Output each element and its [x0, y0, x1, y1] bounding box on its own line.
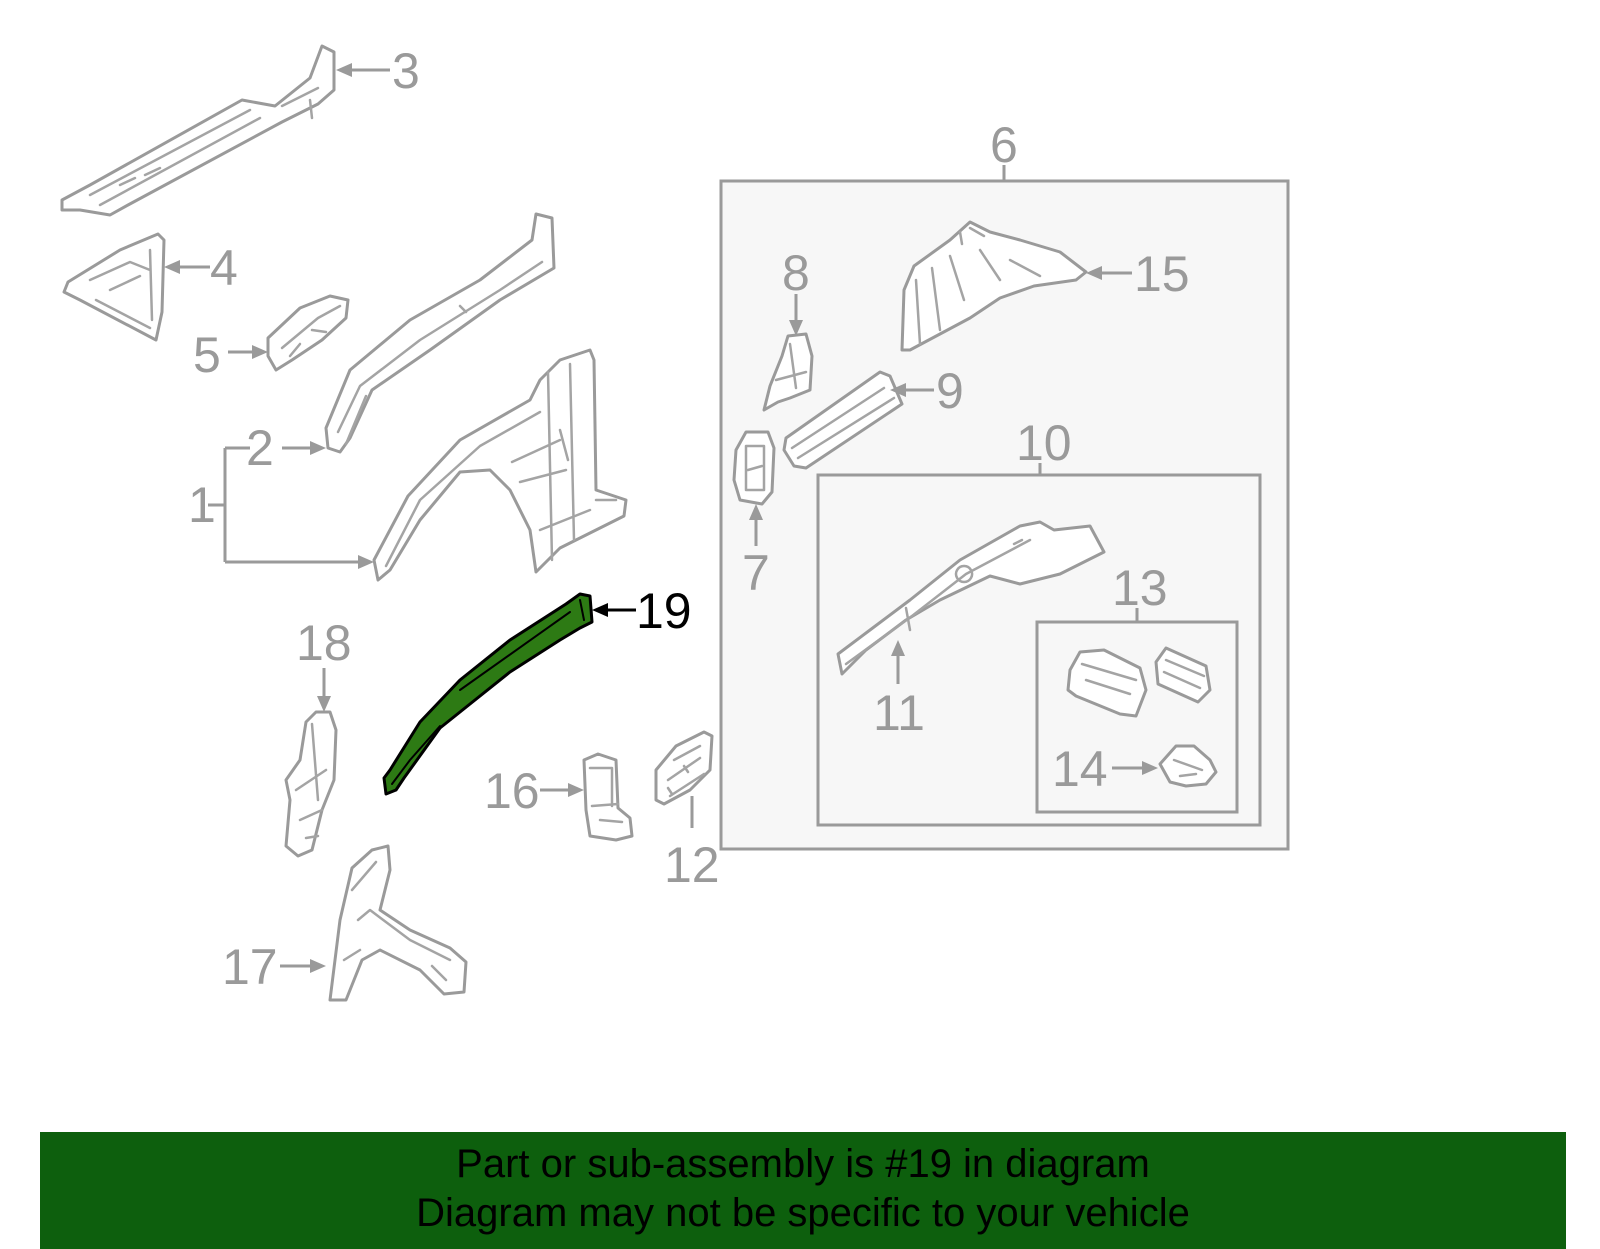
callout-number-14: 14 — [1052, 741, 1108, 797]
callout-8: 8 — [782, 245, 810, 336]
callout-number-3: 3 — [392, 43, 420, 99]
callout-4: 4 — [164, 240, 238, 296]
callout-number-4: 4 — [210, 240, 238, 296]
callout-18: 18 — [296, 615, 352, 712]
part-2-pillar-arch — [324, 212, 556, 454]
callout-3: 3 — [336, 43, 420, 99]
callout-number-7: 7 — [742, 545, 770, 601]
callout-number-8: 8 — [782, 245, 810, 301]
callout-2: 2 — [246, 420, 326, 476]
callout-number-13: 13 — [1112, 560, 1168, 616]
callout-number-10: 10 — [1016, 415, 1072, 471]
part-5-bracket — [266, 294, 350, 372]
banner-line-2: Diagram may not be specific to your vehi… — [416, 1191, 1190, 1235]
callout-number-16: 16 — [484, 763, 540, 819]
part-14-bracket — [1158, 744, 1218, 788]
callout-number-18: 18 — [296, 615, 352, 671]
part-12-plate — [654, 730, 714, 806]
callout-9: 9 — [890, 363, 964, 419]
callout-number-17: 17 — [222, 939, 278, 995]
callout-1: 1 — [188, 446, 374, 569]
callout-11: 11 — [873, 640, 925, 741]
banner-line-1: Part or sub-assembly is #19 in diagram — [456, 1142, 1150, 1186]
callout-12: 12 — [664, 796, 720, 893]
part-11-rail — [836, 520, 1106, 676]
part-16-bracket — [582, 752, 634, 842]
parts-diagram: 3 4 5 2 1 — [60, 43, 1290, 1002]
callout-number-15: 15 — [1134, 246, 1190, 302]
part-17-pillar-lower — [328, 844, 468, 1002]
callout-5: 5 — [193, 327, 268, 383]
callout-15: 15 — [1086, 246, 1190, 302]
callout-number-11: 11 — [873, 685, 925, 741]
callout-17: 17 — [222, 939, 326, 995]
part-13-brackets — [1066, 646, 1212, 718]
part-3-rail — [60, 44, 336, 217]
part-7-bracket — [732, 430, 776, 506]
part-15-wheelhouse — [900, 220, 1088, 352]
callout-number-1: 1 — [188, 477, 216, 533]
part-9-strip — [782, 370, 904, 470]
callout-number-19: 19 — [636, 583, 692, 639]
callout-7: 7 — [742, 504, 770, 601]
part-18-reinforcement — [284, 710, 338, 858]
callout-number-2: 2 — [246, 420, 274, 476]
callout-14: 14 — [1052, 741, 1158, 797]
part-1-pillar-assembly — [372, 348, 628, 582]
part-8-bracket — [762, 332, 814, 412]
callout-19: 19 — [592, 583, 692, 639]
part-4-bracket — [62, 232, 166, 342]
callout-16: 16 — [484, 763, 584, 819]
callout-number-12: 12 — [664, 837, 720, 893]
callout-number-6: 6 — [990, 117, 1018, 173]
callout-number-9: 9 — [936, 363, 964, 419]
info-banner: Part or sub-assembly is #19 in diagram D… — [40, 1132, 1566, 1249]
part-19-highlighted — [382, 592, 594, 796]
callout-number-5: 5 — [193, 327, 221, 383]
